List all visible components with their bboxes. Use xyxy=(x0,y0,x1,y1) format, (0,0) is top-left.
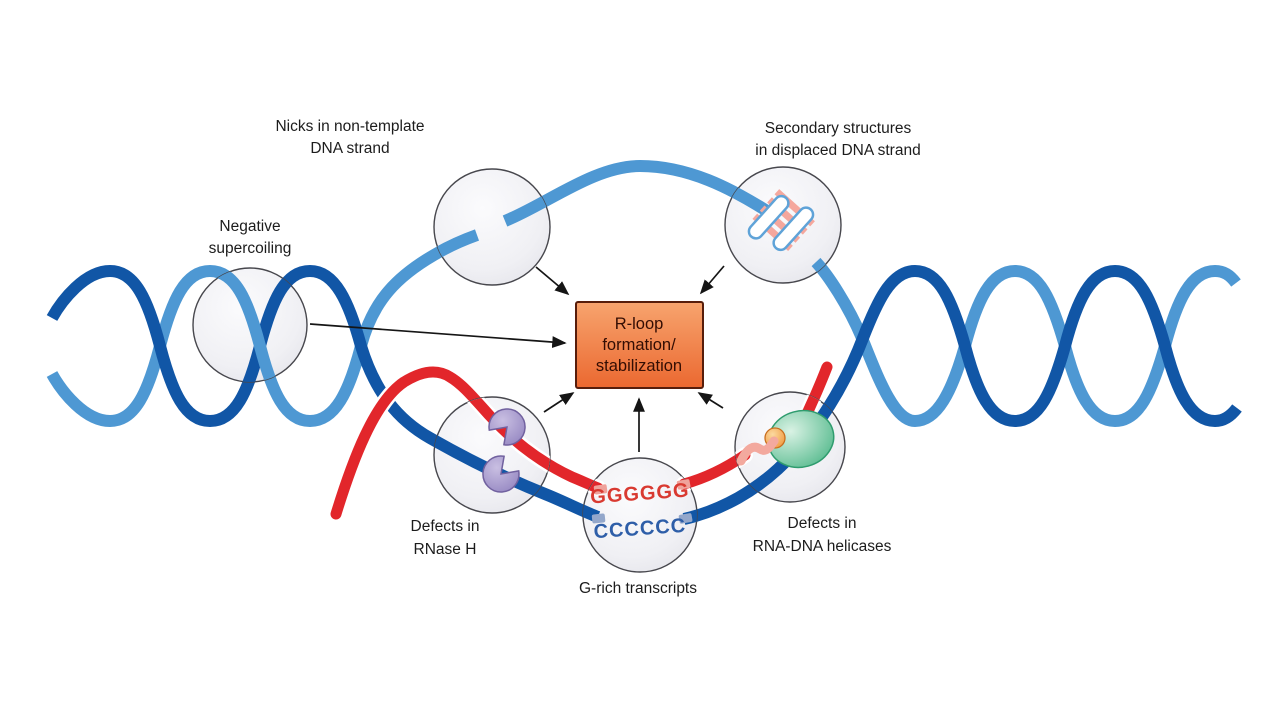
dna-stub xyxy=(591,513,606,524)
rloop-box-line2: formation/ xyxy=(602,336,676,354)
rna-stub xyxy=(676,479,691,490)
rloop-center-box: R-loop formation/ stabilization xyxy=(575,301,704,389)
label-nicks-line2: DNA strand xyxy=(310,140,389,157)
arrow-from-rnase-h xyxy=(543,392,575,413)
arrow-from-helicases xyxy=(697,392,724,409)
nick-circle xyxy=(433,168,551,286)
rloop-box-line3: stabilization xyxy=(596,357,682,375)
rnase-h-enzyme-icon xyxy=(488,408,526,446)
secondary-structure-circle xyxy=(724,166,842,284)
helicase-circle xyxy=(734,391,846,503)
rnase-h-enzyme-icon xyxy=(482,455,520,493)
label-negative-supercoiling-line1: Negative xyxy=(219,218,280,235)
g-quadruplex-icon xyxy=(747,189,815,252)
label-secondary-line1: Secondary structures xyxy=(765,120,912,137)
labels: Nicks in non-template DNA strand Seconda… xyxy=(209,118,921,597)
label-g-rich: G-rich transcripts xyxy=(579,580,697,597)
rna-stub xyxy=(593,484,608,495)
arrow-from-negative-supercoiling xyxy=(309,323,567,348)
g-rich-circle: GGGGGG CCCCCC xyxy=(582,457,698,573)
label-helicases-line2: RNA-DNA helicases xyxy=(753,538,892,555)
unwound-rna-icon xyxy=(736,436,779,466)
label-rnase-h-line1: Defects in xyxy=(411,518,480,535)
label-nicks-line1: Nicks in non-template xyxy=(275,118,424,135)
negative-supercoiling-circle xyxy=(192,267,308,383)
rloop-box-line1: R-loop xyxy=(615,315,664,333)
dna-stub xyxy=(678,513,693,524)
arrows xyxy=(309,265,725,452)
arrow-from-secondary-structures xyxy=(699,265,725,295)
label-negative-supercoiling-line2: supercoiling xyxy=(209,240,292,257)
label-rnase-h-line2: RNase H xyxy=(414,541,477,558)
label-secondary-line2: in displaced DNA strand xyxy=(755,142,920,159)
label-helicases-line1: Defects in xyxy=(788,515,857,532)
arrow-from-nicks xyxy=(535,266,570,296)
rnase-h-circle xyxy=(433,396,551,514)
